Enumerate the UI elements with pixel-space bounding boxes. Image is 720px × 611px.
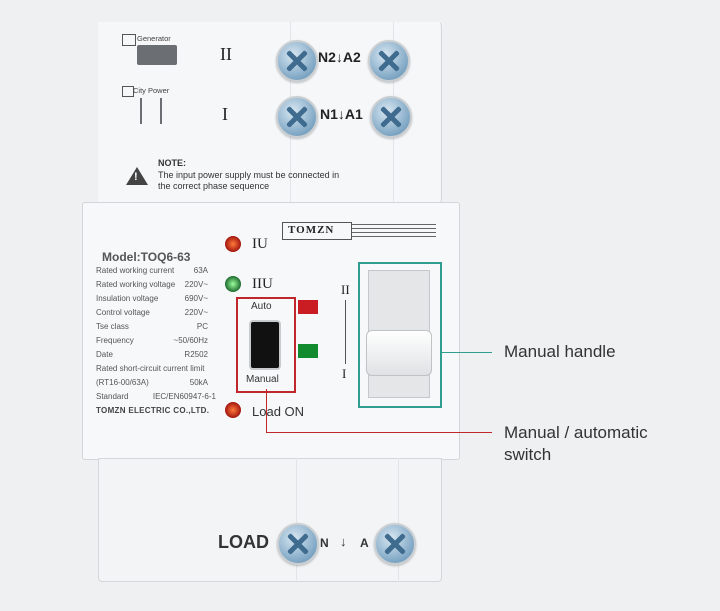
load-label: LOAD	[218, 532, 269, 552]
load-on-led-icon	[225, 402, 241, 418]
city-n-screw-icon	[276, 96, 318, 138]
load-terminal-arrow: ↓	[340, 534, 347, 549]
brand-stripes	[352, 224, 436, 225]
load-terminal-a: A	[360, 536, 369, 550]
city-roman-label: I	[222, 104, 228, 124]
iu-led-icon	[225, 236, 241, 252]
manual-handle[interactable]	[366, 330, 432, 376]
load-a-screw-icon	[374, 523, 416, 565]
spec-label: Rated short-circuit current limit	[96, 364, 205, 373]
city-a-screw-icon	[370, 96, 412, 138]
power-tower-icon	[140, 98, 162, 124]
switch-manual-label: Manual	[246, 374, 279, 385]
spec-value: R2502	[184, 350, 208, 359]
spec-value: PC	[196, 322, 208, 331]
iu-led-label: IU	[252, 236, 268, 252]
spec-value: 220V~	[184, 308, 208, 317]
handle-direction-arrow-icon	[345, 300, 346, 364]
spec-label: Date	[96, 350, 113, 359]
spec-value: IEC/EN60947-6-1	[152, 392, 216, 401]
load-terminal-n: N	[320, 536, 329, 550]
note-line-2: the correct phase sequence	[158, 181, 270, 191]
switch-callout-line2: switch	[504, 445, 552, 464]
company-label: TOMZN ELECTRIC CO.,LTD.	[96, 406, 210, 415]
handle-top-label: II	[341, 282, 350, 297]
spec-value: 690V~	[184, 294, 208, 303]
spec-value: ~50/60Hz	[173, 336, 208, 345]
spec-label: Rated working current	[96, 266, 175, 275]
housing-groove	[296, 458, 297, 580]
switch-callout-line1: Manual / automatic	[504, 423, 648, 442]
generator-badge-icon	[122, 34, 136, 46]
manual-handle-highlight	[358, 262, 442, 408]
model-label: Model:TOQ6-63	[102, 250, 191, 264]
load-n-screw-icon	[277, 523, 319, 565]
switch-callout-line-horizontal	[266, 432, 492, 433]
spec-label: Standard	[96, 392, 129, 401]
handle-bottom-label: I	[342, 366, 347, 381]
generator-terminal-label: N2↓A2	[318, 49, 361, 65]
spec-label: Frequency	[96, 336, 134, 345]
spec-value: 63A	[193, 266, 208, 275]
switch-callout-line-vertical	[266, 389, 267, 433]
mode-switch[interactable]	[249, 320, 281, 370]
spec-label: Tse class	[96, 322, 129, 331]
load-on-label: Load ON	[252, 404, 305, 419]
iiu-led-label: IIU	[252, 276, 273, 292]
warning-triangle-icon	[126, 167, 148, 185]
brand-badge	[282, 222, 352, 240]
red-indicator-icon	[298, 300, 318, 314]
note-tier	[98, 148, 440, 202]
generator-n-screw-icon	[276, 40, 318, 82]
generator-roman-label: II	[220, 44, 232, 64]
generator-label: Generator	[137, 34, 171, 43]
note-line-1: The input power supply must be connected…	[158, 170, 340, 180]
housing-groove	[398, 458, 399, 580]
warning-exclamation-icon: !	[134, 171, 138, 183]
city-power-label: City Power	[133, 86, 170, 95]
city-terminal-label: N1↓A1	[320, 106, 363, 122]
generator-a-screw-icon	[368, 40, 410, 82]
spec-label: (RT16-00/63A)	[96, 378, 149, 387]
switch-auto-label: Auto	[251, 301, 272, 312]
spec-value: 220V~	[184, 280, 208, 289]
manual-handle-callout: Manual handle	[504, 342, 616, 361]
iiu-led-icon	[225, 276, 241, 292]
note-title: NOTE:	[158, 158, 186, 168]
generator-icon	[137, 45, 177, 65]
spec-value: 50kA	[189, 378, 208, 387]
handle-callout-line	[440, 352, 492, 353]
spec-label: Insulation voltage	[96, 294, 159, 303]
spec-label: Rated working voltage	[96, 280, 176, 289]
brand-logo: TOMZN	[288, 224, 335, 236]
spec-label: Control voltage	[96, 308, 150, 317]
green-indicator-icon	[298, 344, 318, 358]
city-badge-icon	[122, 86, 134, 97]
